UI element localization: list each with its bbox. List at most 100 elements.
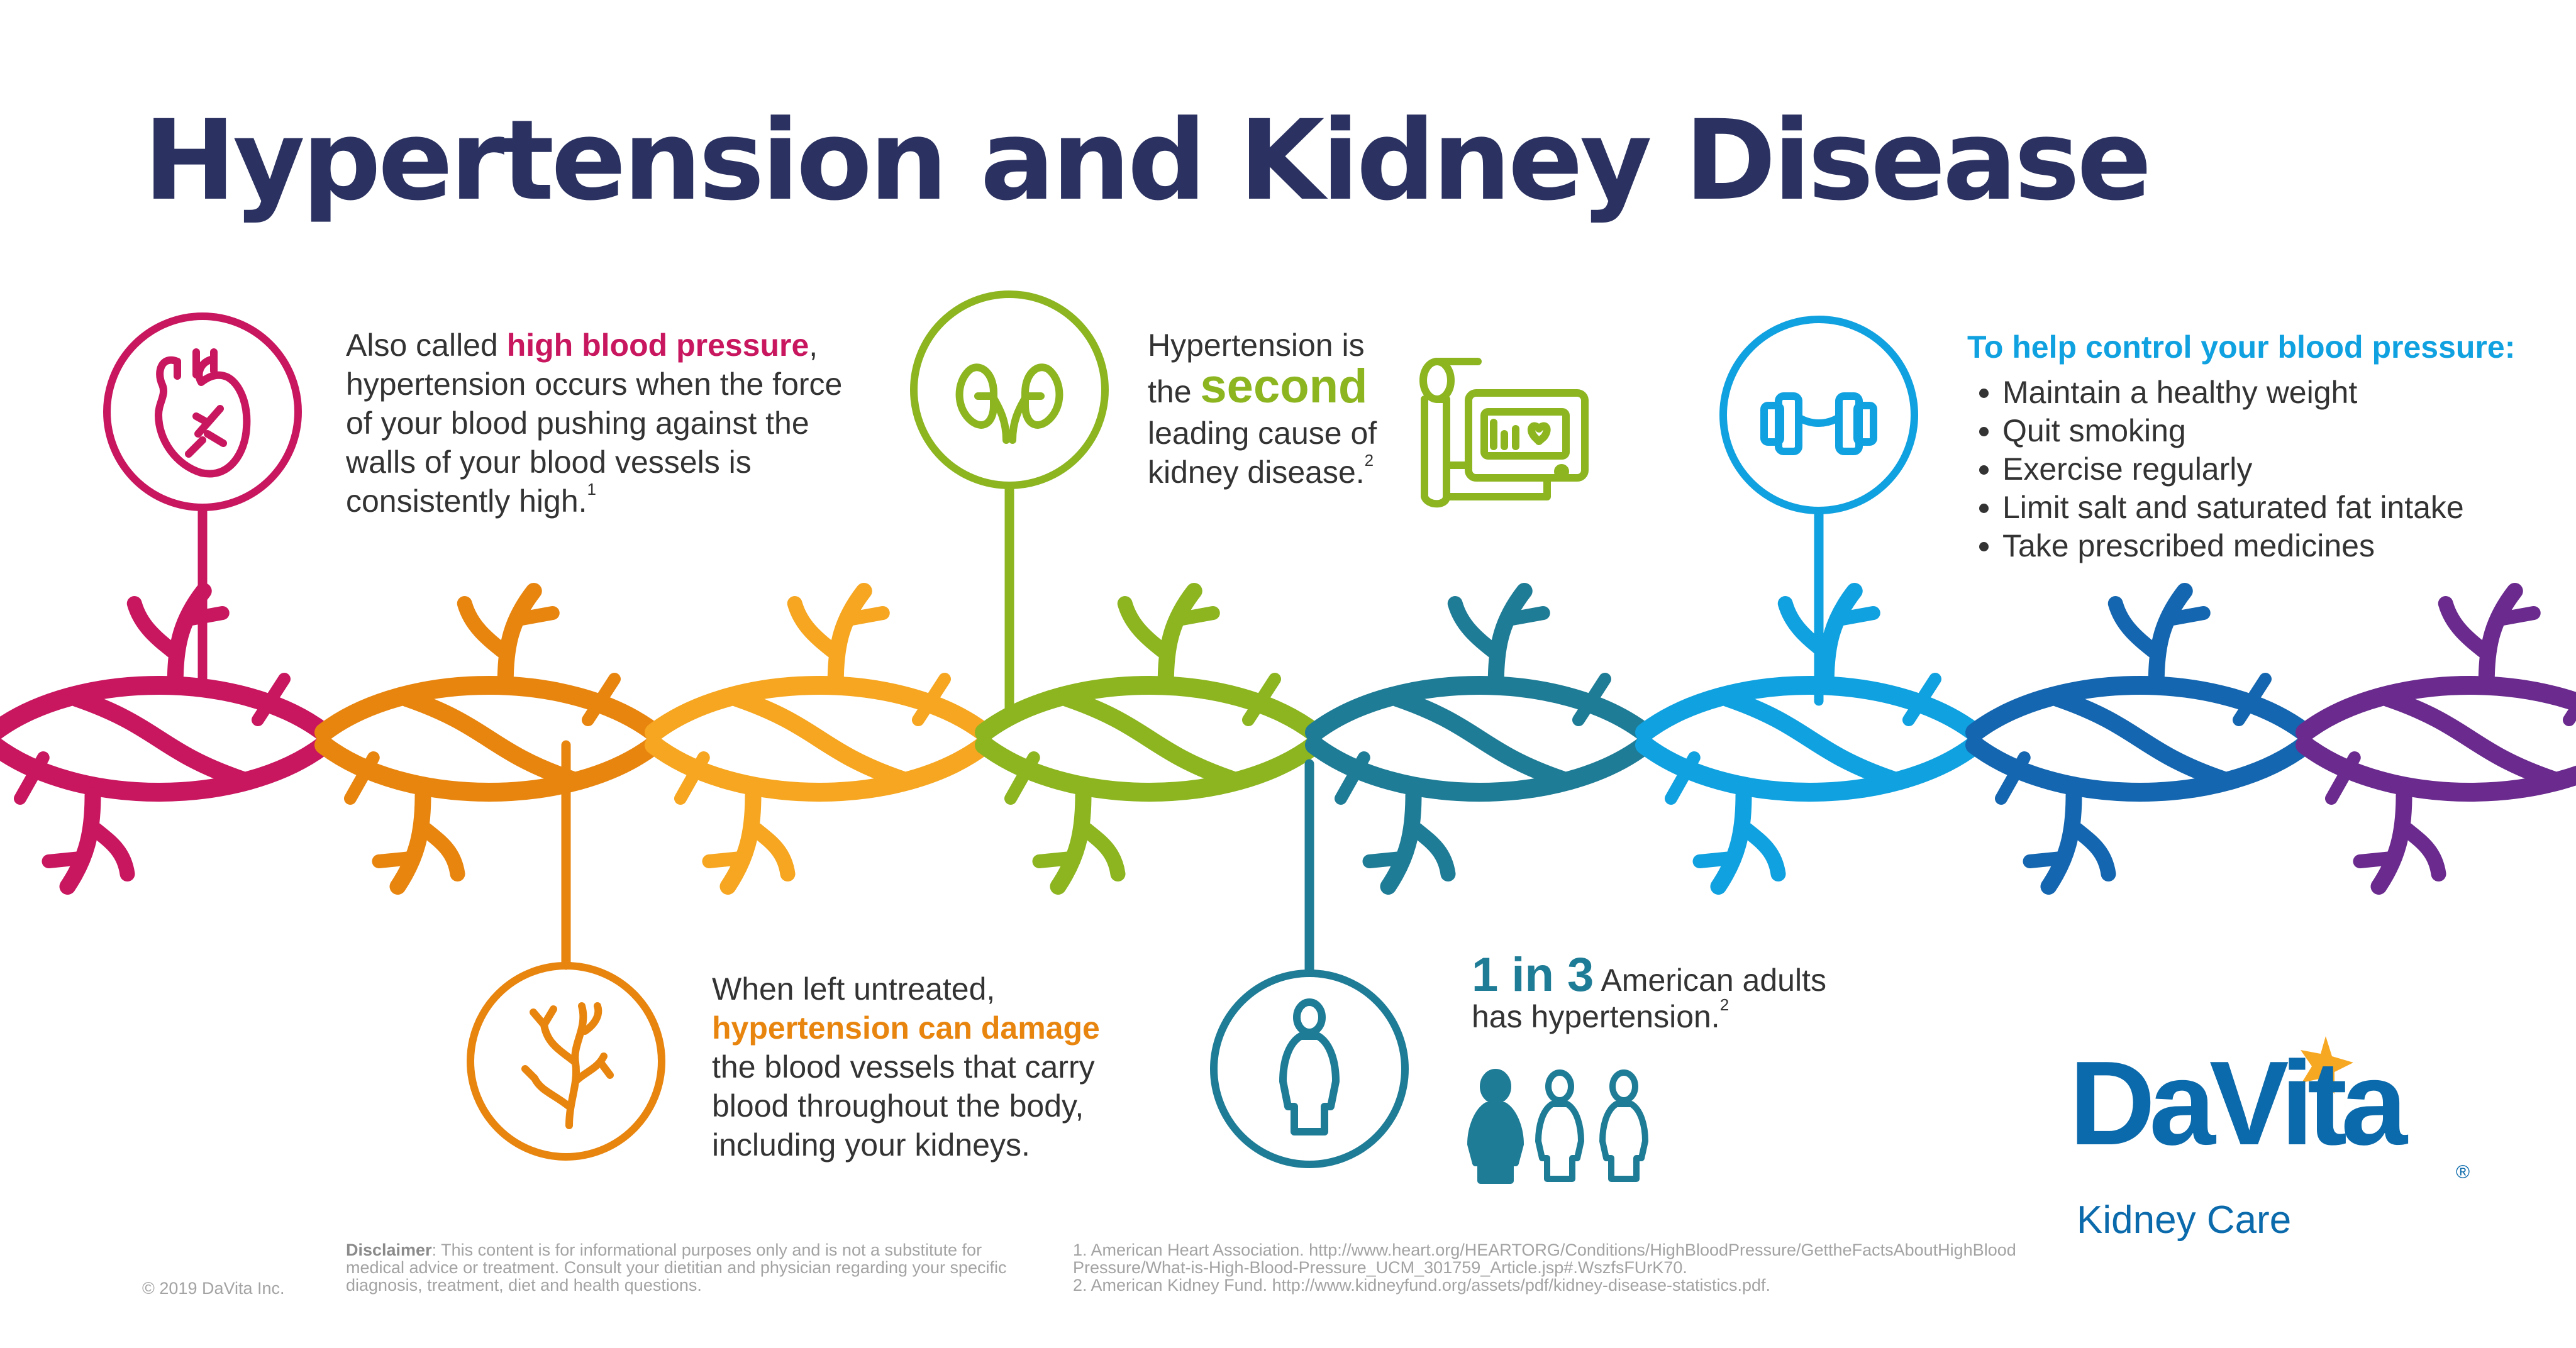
vessel-segment	[582, 673, 621, 726]
vessel-segment	[457, 596, 510, 658]
high-blood-pressure-text: Also called high blood pressure, hyperte…	[346, 326, 874, 521]
disclaimer-label: Disclaimer	[346, 1240, 432, 1259]
block2-line3: leading cause of	[1148, 416, 1377, 451]
footnote-ref-2: 2	[1364, 451, 1374, 470]
kidneys-icon	[910, 290, 1109, 489]
davita-logo: DaVita	[2069, 1037, 2407, 1170]
reference-1: 1. American Heart Association. http://ww…	[1073, 1240, 2016, 1277]
vessel-segment	[1171, 606, 1220, 626]
vessel-segment	[2325, 751, 2361, 805]
vessel-segment	[1710, 787, 1752, 895]
vessel-segment	[841, 606, 890, 626]
dumbbell-icon	[1719, 316, 1918, 514]
vessel-segment	[1117, 596, 1170, 658]
star-icon	[2301, 1036, 2353, 1094]
vessel-segment	[2048, 689, 2231, 788]
block3-line1: When left untreated,	[712, 971, 996, 1007]
vessel-segment	[372, 851, 418, 868]
vessel-segment	[2438, 596, 2491, 658]
reference-2: 2. American Kidney Fund. http://www.kidn…	[1073, 1276, 1771, 1295]
blood-pressure-monitor-icon	[1419, 358, 1589, 508]
vessel-segment	[252, 673, 291, 726]
vessel-segment	[1050, 787, 1092, 895]
block2-line4: kidney disease.	[1148, 455, 1365, 490]
vessel-segment	[88, 822, 135, 881]
block2-line1: Hypertension is	[1148, 328, 1365, 363]
vessel-segment	[67, 689, 250, 788]
vessel-segment	[2399, 822, 2446, 881]
vessel-segment	[1965, 676, 2314, 742]
vessel-segment	[344, 751, 380, 805]
vessel-segment	[2492, 606, 2541, 626]
vessel-segment	[1058, 689, 1241, 788]
vessel-segment	[2069, 822, 2116, 881]
block4-highlight: 1 in 3	[1472, 948, 1594, 1002]
block4-rest2: has hypertension.	[1472, 999, 1720, 1034]
tips-title: To help control your blood pressure:	[1967, 329, 2516, 365]
vessel-segment	[1902, 673, 1941, 726]
vessel-segment	[1388, 689, 1571, 788]
vessel-segment	[1447, 596, 1501, 658]
vessel-segment	[1635, 676, 1984, 742]
vessel-segment	[912, 673, 951, 726]
vessel-segment	[1409, 822, 1456, 881]
vessel-segment	[2353, 851, 2399, 868]
blood-vessels-icon	[467, 962, 665, 1161]
block3-highlight: hypertension can damage	[712, 1010, 1100, 1046]
vessel-segment	[14, 751, 50, 805]
vessel-segment	[645, 676, 994, 742]
vessel-segment	[1335, 751, 1370, 805]
vessel-segment	[167, 583, 212, 690]
person-icon	[1210, 970, 1409, 1168]
vessel-segment	[389, 787, 431, 895]
untreated-damage-text: When left untreated, hypertension can da…	[712, 970, 1140, 1164]
vessel-segment	[702, 851, 748, 868]
footnote-ref-1: 1	[587, 480, 597, 499]
vessel-segment	[1380, 787, 1422, 895]
references: 1. American Heart Association. http://ww…	[1073, 1241, 2016, 1294]
vessel-segment	[2379, 689, 2562, 788]
list-item: Maintain a healthy weight	[2002, 373, 2521, 412]
vessel-segment	[1718, 689, 1901, 788]
footnote-ref-2b: 2	[1719, 995, 1729, 1014]
vessel-segment	[497, 583, 542, 690]
vessel-segment	[2162, 606, 2211, 626]
vessel-segment	[1305, 676, 1654, 742]
block2-highlight: second	[1200, 360, 1368, 413]
vessel-segment	[126, 596, 180, 658]
vessel-segment	[975, 676, 1324, 742]
copyright: © 2019 DaVita Inc.	[142, 1279, 285, 1298]
vessel-segment	[787, 596, 840, 658]
logo-subtitle: Kidney Care	[2077, 1198, 2292, 1242]
tips-list: Maintain a healthy weight Quit smoking E…	[1967, 373, 2521, 565]
vessel-segment	[674, 751, 710, 805]
vessel-segment	[1818, 583, 1863, 690]
vessel-segment	[1692, 851, 1738, 868]
vessel-segment	[1739, 822, 1786, 881]
tips-list-section: To help control your blood pressure: Mai…	[1967, 327, 2521, 565]
vessel-segment	[314, 676, 663, 742]
list-item: Limit salt and saturated fat intake	[2002, 489, 2521, 527]
vessel-segment	[397, 689, 580, 788]
vessel-segment	[748, 822, 796, 881]
vessel-segment	[2563, 697, 2576, 726]
block3-rest: the blood vessels that carry blood throu…	[712, 1049, 1095, 1163]
vessel-segment	[719, 787, 762, 895]
vessel-segment	[2370, 787, 2412, 895]
disclaimer-text: : This content is for informational purp…	[346, 1240, 1007, 1295]
block1-pre: Also called	[346, 328, 507, 363]
vessel-segment	[0, 676, 333, 742]
vessel-segment	[1831, 606, 1880, 626]
vessel-segment	[2148, 583, 2193, 690]
people-icon	[1467, 1069, 1648, 1184]
list-item: Take prescribed medicines	[2002, 527, 2521, 565]
block2-line2-pre: the	[1148, 374, 1201, 409]
list-item: Exercise regularly	[2002, 450, 2521, 489]
vessel-segment	[1242, 673, 1281, 726]
vessel-segment	[1362, 851, 1408, 868]
vessel-segment	[1487, 583, 1533, 690]
page-title: Hypertension and Kidney Disease	[143, 96, 2152, 225]
block1-post: , hypertension occurs when the force of …	[346, 328, 843, 519]
one-in-three-text: 1 in 3 American adults has hypertension.…	[1472, 948, 1950, 1036]
vessel-segment	[2233, 673, 2272, 726]
